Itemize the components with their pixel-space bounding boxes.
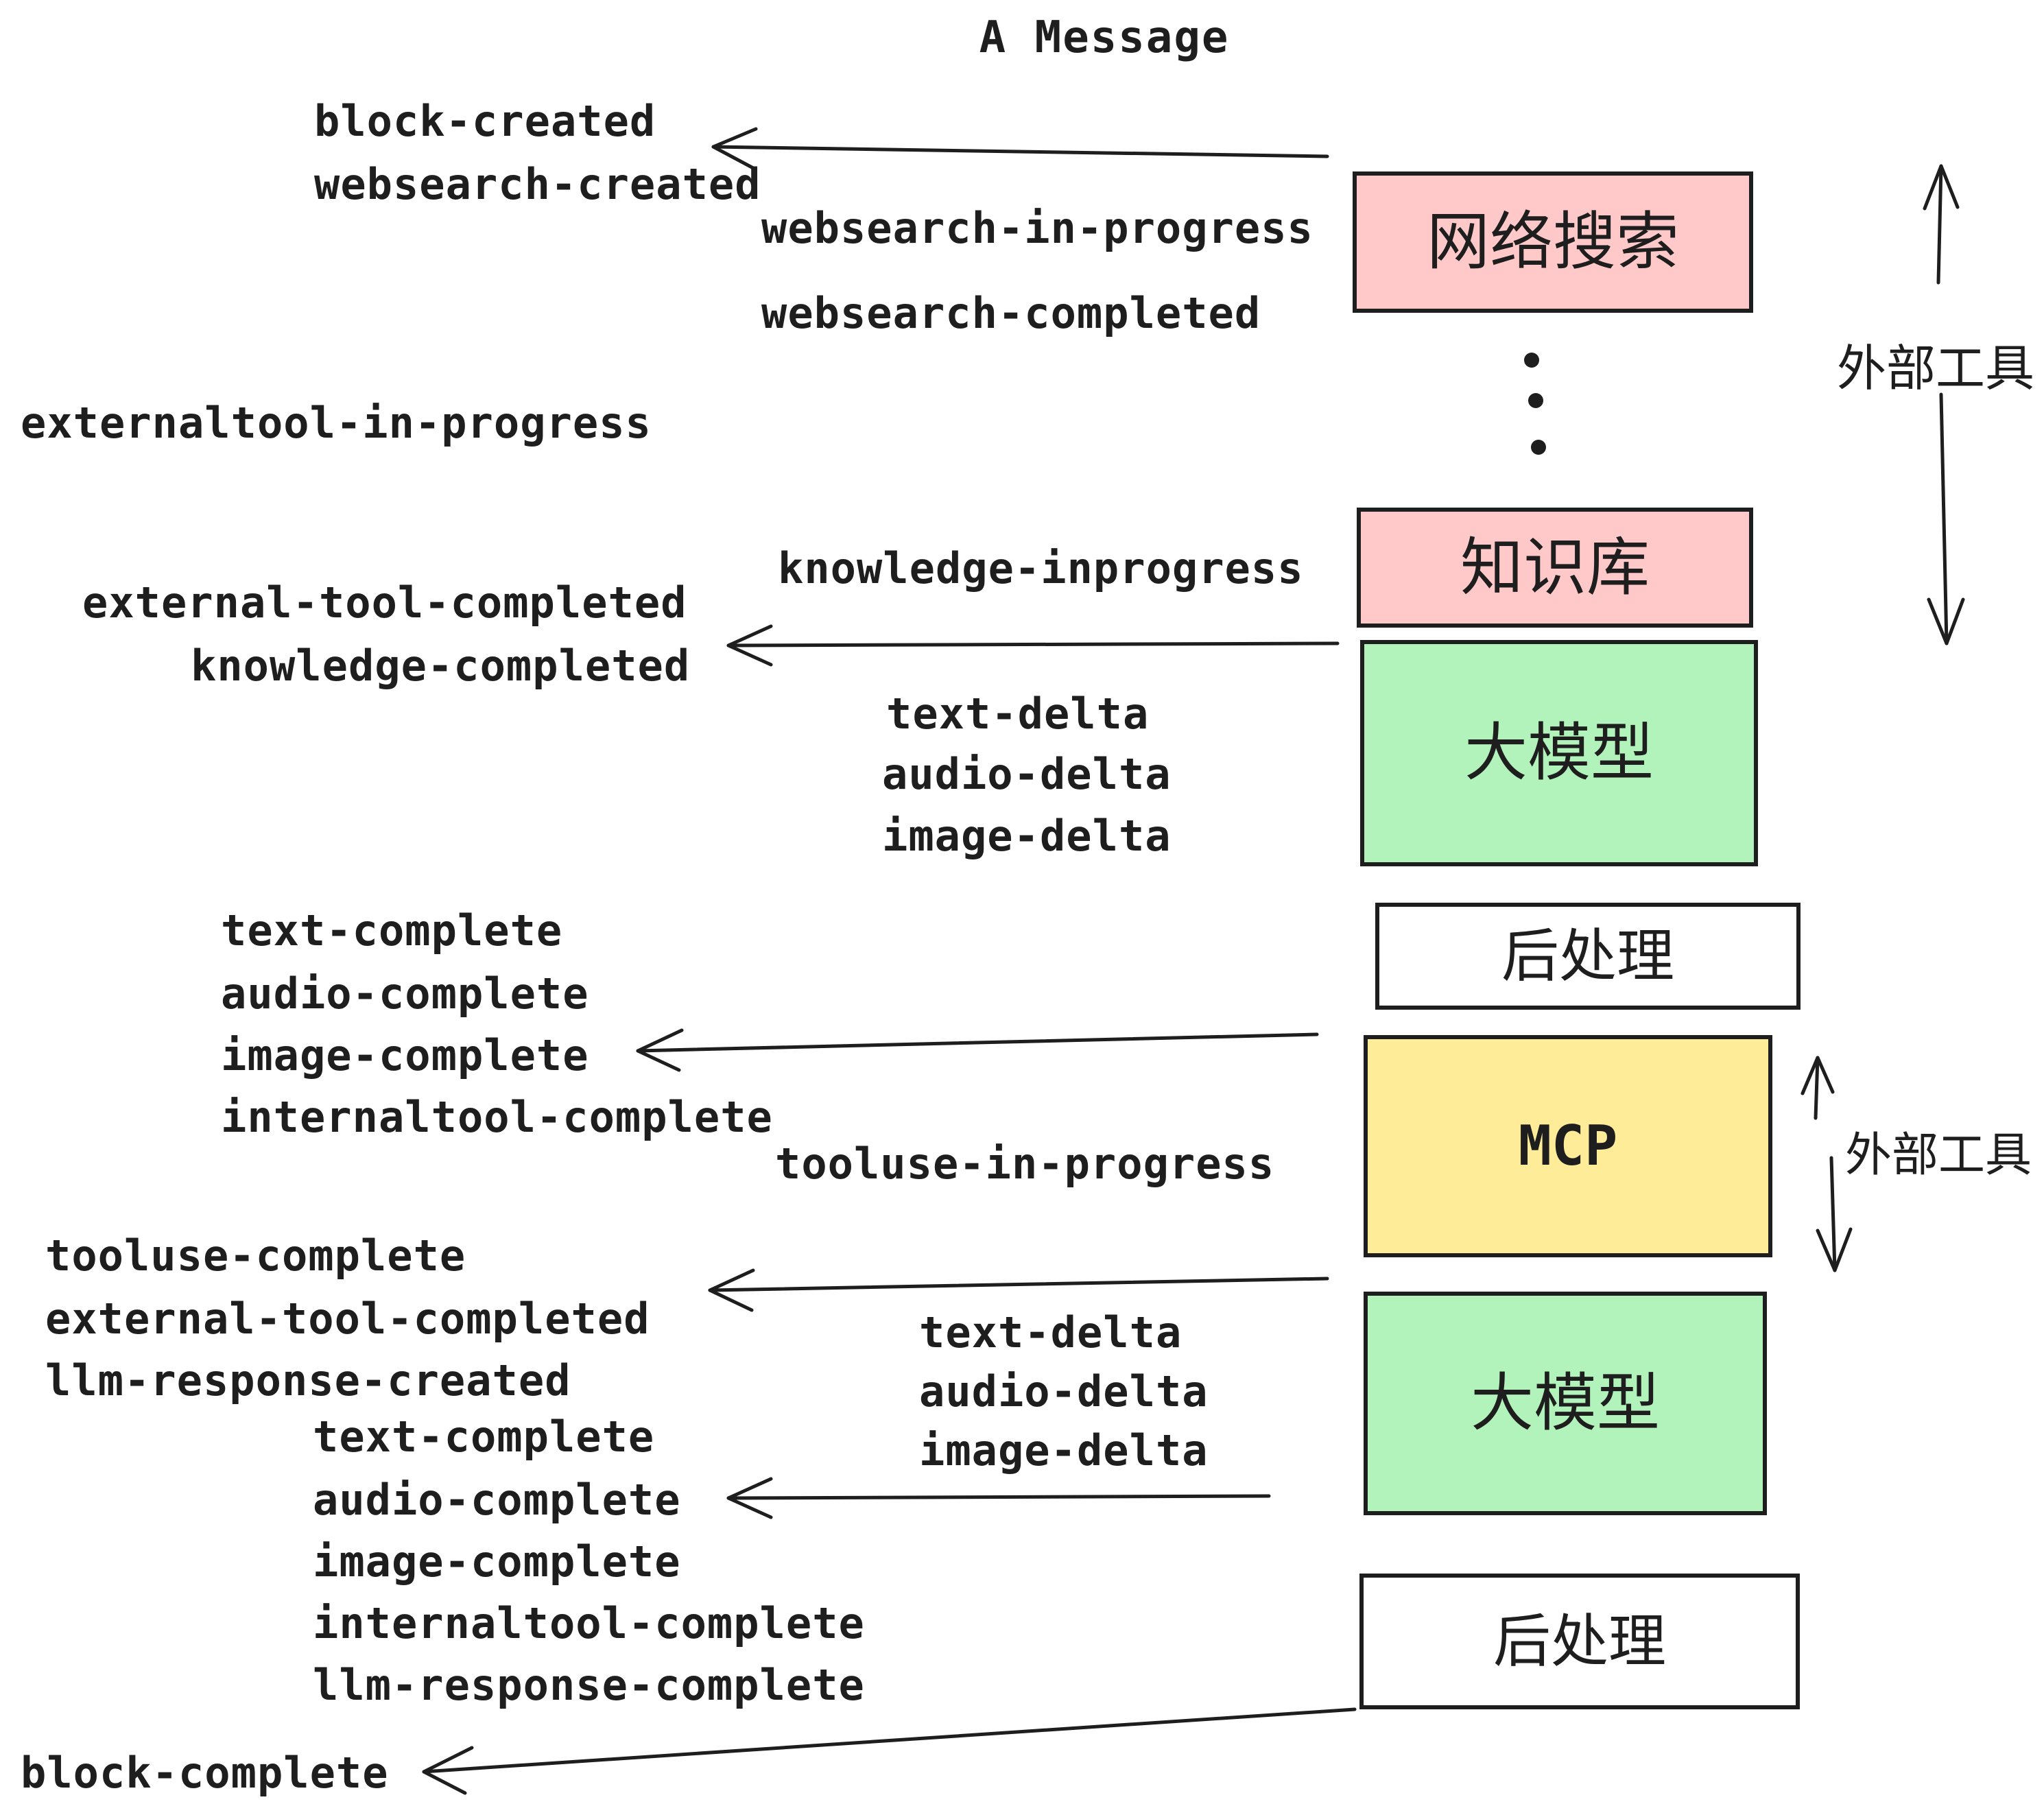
box-websearch: 网络搜索: [1353, 171, 1753, 313]
event-label-llm-response-created: llm-response-created: [45, 1355, 571, 1405]
event-label-text-complete-1: text-complete: [221, 905, 563, 956]
ellipsis-dot: [1531, 440, 1546, 455]
box-postprocess-2: 后处理: [1359, 1574, 1800, 1709]
arrow-block-complete: [422, 1707, 1357, 1795]
arrow-external-tools-down-1: [1927, 392, 1965, 645]
box-llm-2: 大模型: [1364, 1292, 1767, 1515]
arrow-websearch-created: [711, 127, 1329, 171]
arrow-image-complete: [636, 1028, 1319, 1072]
event-label-text-complete-2: text-complete: [313, 1412, 655, 1462]
event-label-knowledge-inprogress: knowledge-inprogress: [778, 543, 1304, 593]
arrow-external-tools-down-2: [1816, 1156, 1853, 1272]
arrow-external-tool-completed: [708, 1268, 1329, 1312]
event-label-block-created: block-created: [314, 96, 656, 146]
event-label-text-delta-1: text-delta: [886, 689, 1150, 739]
event-label-image-complete-1: image-complete: [221, 1030, 589, 1080]
box-postprocess-1: 后处理: [1375, 903, 1801, 1010]
event-label-image-delta-2: image-delta: [919, 1425, 1209, 1475]
box-mcp: MCP: [1364, 1035, 1772, 1257]
diagram-title: A Message: [979, 12, 1230, 63]
box-postprocess-2-label: 后处理: [1493, 1609, 1666, 1674]
event-label-internaltool-complete-1: internaltool-complete: [221, 1092, 773, 1142]
event-label-image-complete-2: image-complete: [313, 1536, 681, 1587]
event-label-audio-delta-2: audio-delta: [919, 1366, 1209, 1416]
event-label-websearch-in-progress: websearch-in-progress: [761, 203, 1314, 253]
event-label-external-tool-completed-1: external-tool-completed: [82, 578, 687, 628]
arrow-external-tools-up-1: [1923, 164, 1960, 285]
box-llm-2-label: 大模型: [1470, 1368, 1660, 1438]
event-label-llm-response-complete: llm-response-complete: [313, 1660, 865, 1710]
box-knowledge-base: 知识库: [1357, 508, 1753, 628]
box-knowledge-base-label: 知识库: [1460, 532, 1650, 603]
box-postprocess-1-label: 后处理: [1501, 924, 1674, 988]
event-label-tooluse-in-progress: tooluse-in-progress: [775, 1139, 1275, 1189]
event-label-websearch-completed: websearch-completed: [761, 288, 1261, 338]
event-label-audio-delta-1: audio-delta: [882, 749, 1172, 799]
event-label-block-complete: block-complete: [21, 1748, 389, 1798]
arrow-audio-complete: [726, 1477, 1271, 1519]
box-llm-1: 大模型: [1360, 640, 1758, 866]
event-label-tooluse-complete: tooluse-complete: [45, 1231, 466, 1281]
box-websearch-label: 网络搜索: [1426, 207, 1679, 277]
event-label-audio-complete-1: audio-complete: [221, 969, 589, 1019]
event-label-text-delta-2: text-delta: [919, 1307, 1183, 1357]
box-mcp-label: MCP: [1518, 1114, 1618, 1178]
ellipsis-dot: [1524, 353, 1539, 368]
ellipsis-dot: [1528, 393, 1543, 408]
external-tools-label-2: 外部工具: [1845, 1129, 2032, 1181]
event-label-knowledge-completed: knowledge-completed: [191, 641, 691, 691]
box-llm-1-label: 大模型: [1464, 718, 1654, 788]
event-label-audio-complete-2: audio-complete: [313, 1475, 681, 1525]
event-label-websearch-created: websearch-created: [314, 159, 761, 209]
event-label-external-tool-completed-2: external-tool-completed: [45, 1294, 650, 1344]
event-label-internaltool-complete-2: internaltool-complete: [313, 1598, 865, 1648]
arrow-external-tools-up-2: [1801, 1056, 1835, 1120]
arrow-knowledge-completed: [726, 624, 1340, 667]
event-label-externaltool-in-progress: externaltool-in-progress: [21, 398, 652, 448]
event-label-image-delta-1: image-delta: [882, 811, 1172, 861]
external-tools-label-1: 外部工具: [1837, 342, 2035, 396]
